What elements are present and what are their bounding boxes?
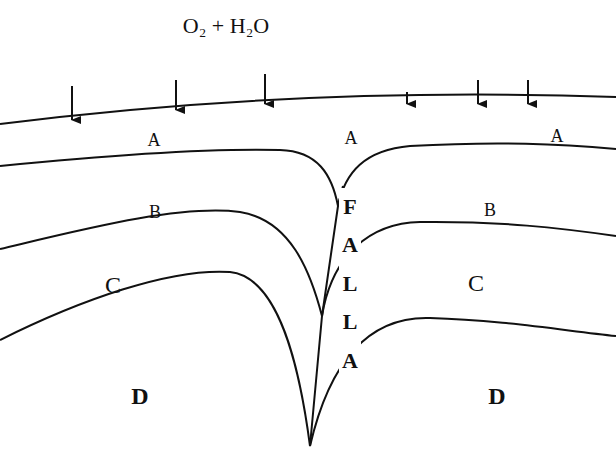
infiltration-arrow xyxy=(406,92,408,104)
infiltration-arrow xyxy=(477,80,479,104)
zone-label: D xyxy=(131,384,148,408)
zone-boundary xyxy=(0,143,616,206)
zone-label: C xyxy=(468,271,484,295)
ground-surface xyxy=(0,95,616,124)
reactant-label: O₂ + H₂O xyxy=(183,15,269,37)
fault-label: FALLA xyxy=(339,188,361,381)
infiltration-arrow xyxy=(264,74,266,104)
zone-label: A xyxy=(148,131,161,149)
zone-label: D xyxy=(488,384,505,408)
zone-label: B xyxy=(484,201,496,219)
zone-boundary xyxy=(0,272,616,446)
infiltration-arrow xyxy=(527,80,529,104)
zone-label: A xyxy=(551,127,564,145)
zone-label: C xyxy=(105,273,121,297)
zone-label: A xyxy=(345,129,358,147)
infiltration-arrow xyxy=(175,80,177,110)
zone-label: B xyxy=(149,203,161,221)
infiltration-arrow xyxy=(71,86,73,120)
